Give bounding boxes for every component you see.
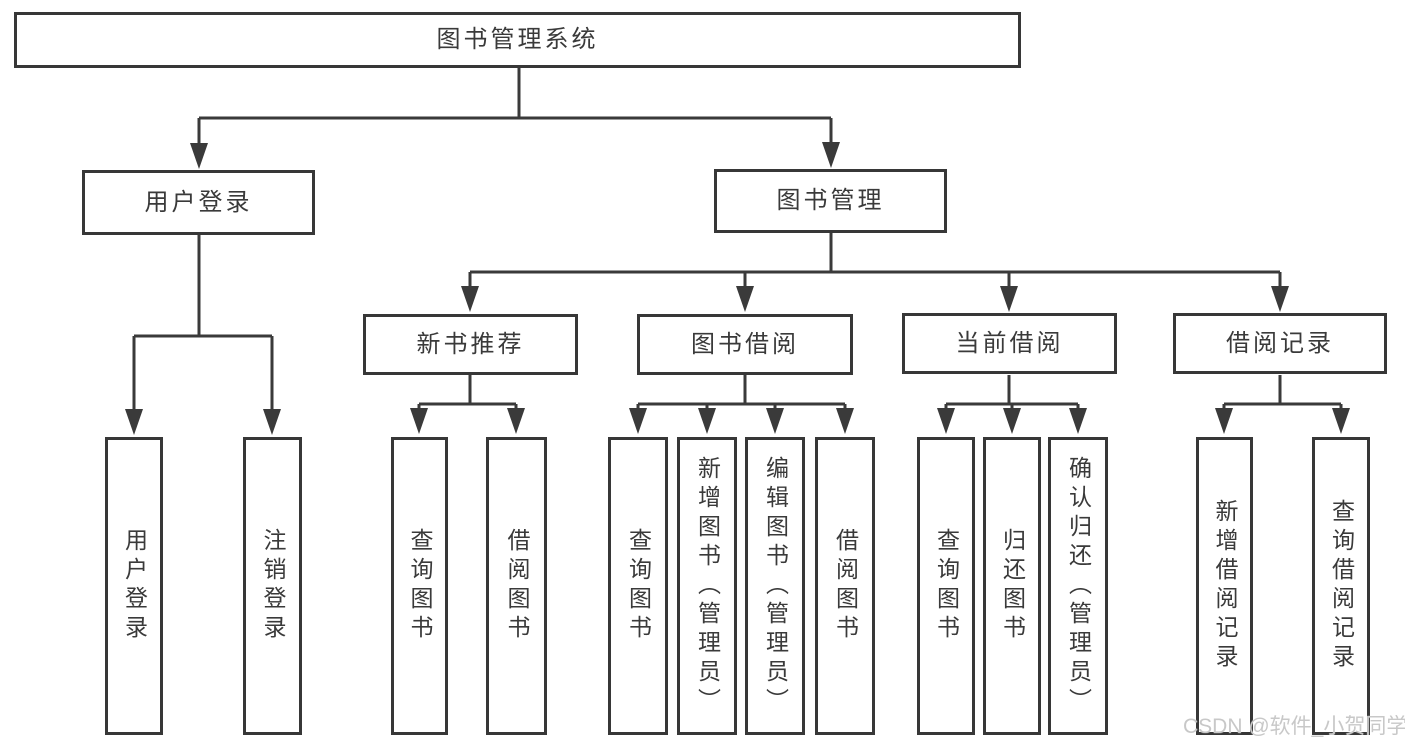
leaf-label: 借阅图书 — [832, 528, 859, 644]
leaf-logout: 注销登录 — [243, 437, 302, 735]
arrow-down-icon — [1215, 408, 1233, 434]
leaf-label: 查询图书 — [407, 528, 433, 644]
connector-line — [468, 233, 1282, 289]
leaf-return-books: 归还图书 — [983, 437, 1041, 735]
arrow-down-icon — [736, 286, 754, 312]
node-label: 用户登录 — [144, 188, 253, 216]
connector-line — [197, 68, 833, 144]
arrow-down-icon — [1003, 408, 1021, 434]
arrow-down-icon — [410, 408, 428, 434]
leaf-label: 新增借阅记录 — [1212, 499, 1238, 673]
node-label: 当前借阅 — [955, 329, 1064, 357]
arrow-down-icon — [822, 142, 840, 168]
node-user-login: 用户登录 — [82, 170, 315, 235]
leaf-label: 确认归还（管理员） — [1065, 455, 1092, 717]
leaf-query-books-recommend: 查询图书 — [391, 437, 448, 735]
arrow-down-icon — [836, 408, 854, 434]
leaf-query-books-borrowing: 查询图书 — [608, 437, 668, 735]
arrow-down-icon — [629, 408, 647, 434]
node-library-management-system: 图书管理系统 — [14, 12, 1021, 68]
node-label: 借阅记录 — [1226, 329, 1334, 357]
connector-line — [944, 375, 1080, 412]
leaf-edit-books-admin: 编辑图书（管理员） — [745, 437, 805, 735]
node-label: 图书借阅 — [691, 330, 799, 358]
arrow-down-icon — [507, 408, 525, 434]
arrow-down-icon — [263, 409, 281, 435]
leaf-query-books-current: 查询图书 — [917, 437, 975, 735]
leaf-query-borrow-record: 查询借阅记录 — [1312, 437, 1370, 735]
arrow-down-icon — [766, 408, 784, 434]
leaf-label: 查询借阅记录 — [1328, 499, 1355, 673]
leaf-label: 查询图书 — [625, 528, 652, 644]
node-label: 图书管理系统 — [436, 26, 599, 53]
leaf-label: 用户登录 — [121, 528, 148, 644]
node-book-borrowing: 图书借阅 — [637, 314, 853, 375]
node-new-book-recommend: 新书推荐 — [363, 314, 578, 375]
leaf-borrow-books-recommend: 借阅图书 — [486, 437, 547, 735]
leaf-label: 借阅图书 — [504, 528, 530, 644]
arrow-down-icon — [1000, 286, 1018, 312]
leaf-add-borrow-record: 新增借阅记录 — [1196, 437, 1253, 735]
leaf-user-login: 用户登录 — [105, 437, 163, 735]
csdn-watermark: CSDN @软件_小贺同学 — [1183, 715, 1405, 738]
arrow-down-icon — [1332, 408, 1350, 434]
leaf-label: 归还图书 — [999, 528, 1026, 644]
arrow-down-icon — [698, 408, 716, 434]
connector-line — [1222, 375, 1343, 412]
connector-line — [132, 235, 274, 410]
leaf-label: 注销登录 — [260, 528, 286, 644]
arrow-down-icon — [937, 408, 955, 434]
arrow-down-icon — [1069, 408, 1087, 434]
leaf-label: 查询图书 — [933, 528, 960, 644]
connector-line — [417, 375, 518, 412]
arrow-down-icon — [1271, 286, 1289, 312]
leaf-label: 新增图书（管理员） — [694, 455, 721, 717]
arrow-down-icon — [190, 143, 208, 169]
leaf-add-books-admin: 新增图书（管理员） — [677, 437, 737, 735]
node-book-management: 图书管理 — [714, 169, 947, 233]
leaf-label: 编辑图书（管理员） — [762, 455, 789, 717]
node-label: 新书推荐 — [416, 330, 525, 358]
node-label: 图书管理 — [776, 187, 885, 214]
arrow-down-icon — [461, 286, 479, 312]
leaf-confirm-return-admin: 确认归还（管理员） — [1048, 437, 1108, 735]
arrow-down-icon — [125, 409, 143, 435]
leaf-borrow-books: 借阅图书 — [815, 437, 875, 735]
node-current-borrowing: 当前借阅 — [902, 313, 1117, 374]
connector-line — [636, 375, 847, 412]
node-borrowing-records: 借阅记录 — [1173, 313, 1387, 374]
